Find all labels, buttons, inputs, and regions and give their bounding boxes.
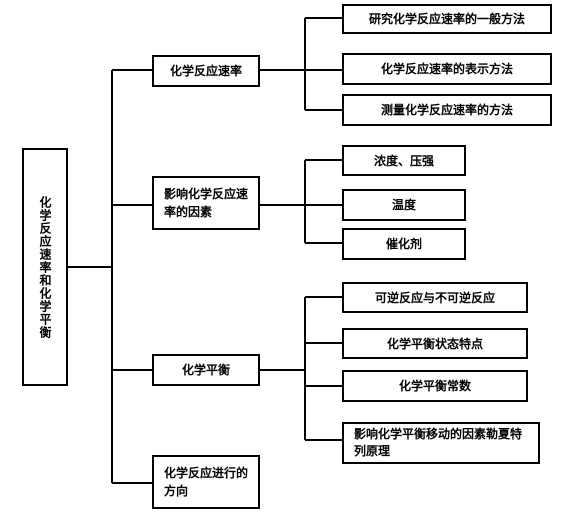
branch-label: 影响化学反应速率的因素 <box>164 187 249 219</box>
leaf-concentration-pressure: 浓度、压强 <box>342 145 466 176</box>
leaf-label: 测量化学反应速率的方法 <box>380 103 513 117</box>
leaf-general-methods: 研究化学反应速率的一般方法 <box>342 4 552 34</box>
leaf-label: 可逆反应与不可逆反应 <box>374 290 495 305</box>
leaf-label: 温度 <box>391 198 416 212</box>
branch-label: 化学反应速率 <box>169 64 242 78</box>
leaf-temperature: 温度 <box>342 189 466 221</box>
root-label: 化学反应速率和化学平衡 <box>38 195 52 339</box>
leaf-rate-measurement: 测量化学反应速率的方法 <box>342 94 552 126</box>
leaf-label: 化学平衡常数 <box>398 379 471 393</box>
leaf-label: 研究化学反应速率的一般方法 <box>368 12 525 26</box>
branch-equilibrium: 化学平衡 <box>152 354 260 386</box>
leaf-label: 化学反应速率的表示方法 <box>380 62 513 76</box>
leaf-equilibrium-constant: 化学平衡常数 <box>342 370 528 402</box>
root-node: 化学反应速率和化学平衡 <box>22 148 68 386</box>
leaf-equilibrium-shift-factors: 影响化学平衡移动的因素勒夏特列原理 <box>342 422 540 464</box>
leaf-label: 影响化学平衡移动的因素勒夏特列原理 <box>354 427 523 458</box>
leaf-equilibrium-state: 化学平衡状态特点 <box>342 328 528 359</box>
branch-label: 化学平衡 <box>181 363 230 377</box>
branch-reaction-direction: 化学反应进行的方向 <box>152 455 260 509</box>
leaf-catalyst: 催化剂 <box>342 228 466 260</box>
leaf-rate-expression: 化学反应速率的表示方法 <box>342 53 552 85</box>
leaf-label: 化学平衡状态特点 <box>386 336 483 351</box>
leaf-reversible-reactions: 可逆反应与不可逆反应 <box>342 282 528 313</box>
branch-label: 化学反应进行的方向 <box>164 466 249 498</box>
branch-rate-factors: 影响化学反应速率的因素 <box>152 176 260 230</box>
branch-reaction-rate: 化学反应速率 <box>152 55 260 87</box>
leaf-label: 催化剂 <box>385 237 422 251</box>
leaf-label: 浓度、压强 <box>373 153 434 168</box>
